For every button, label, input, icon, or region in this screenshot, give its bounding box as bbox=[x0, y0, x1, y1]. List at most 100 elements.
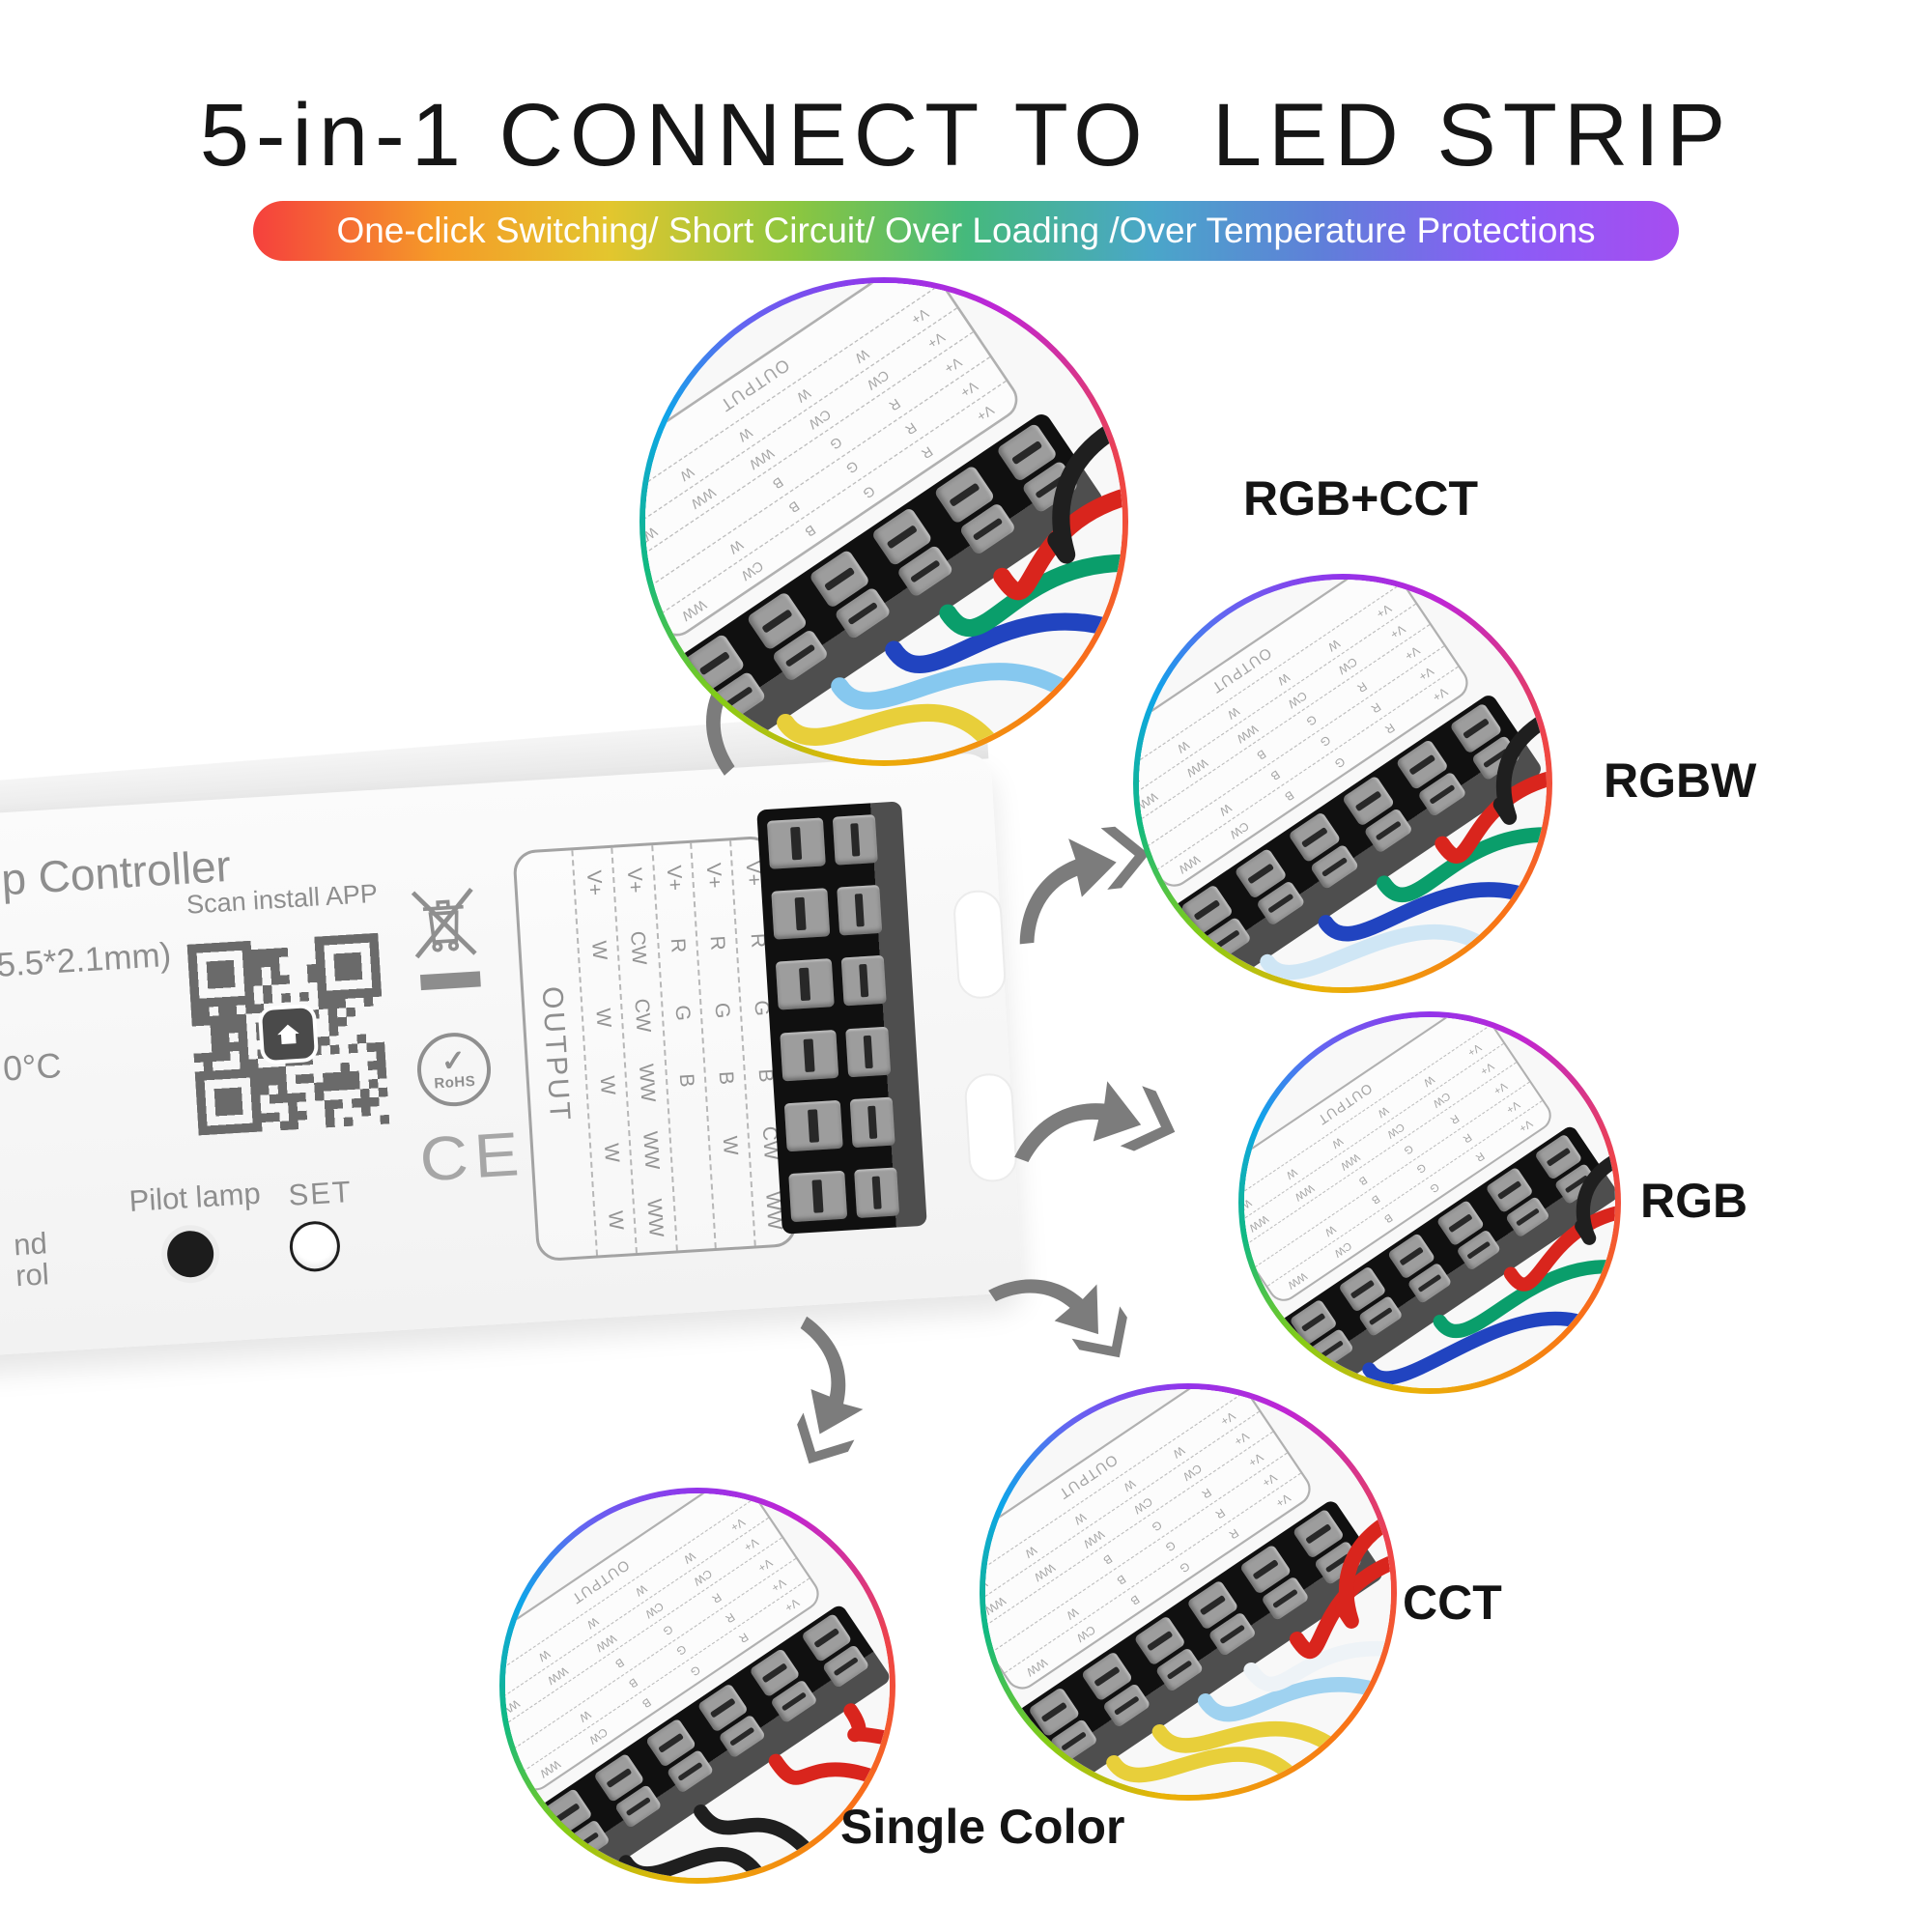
rect bbox=[250, 1086, 261, 1096]
g bbox=[411, 887, 477, 959]
wire bbox=[1377, 827, 1547, 903]
output-cell: B bbox=[704, 1043, 746, 1113]
rect bbox=[214, 1097, 225, 1108]
circle bbox=[448, 940, 460, 952]
wires-rgbcct bbox=[777, 414, 1122, 760]
rect bbox=[213, 942, 224, 952]
rect bbox=[270, 1112, 280, 1122]
rect bbox=[279, 1121, 290, 1131]
clamp-screw bbox=[788, 1170, 848, 1223]
rect bbox=[262, 984, 272, 995]
rect bbox=[234, 1123, 244, 1134]
rect bbox=[307, 973, 318, 983]
clamp-slot bbox=[799, 967, 811, 1002]
output-cell: W bbox=[585, 1050, 627, 1120]
rect bbox=[369, 951, 380, 961]
terminal-clamp bbox=[770, 1013, 919, 1093]
path bbox=[414, 887, 473, 959]
rect bbox=[224, 1105, 235, 1116]
rect bbox=[350, 933, 360, 944]
terminal-clamp bbox=[765, 943, 914, 1022]
rect bbox=[314, 1082, 325, 1093]
rect bbox=[304, 1073, 315, 1084]
output-cell-text: V+ bbox=[622, 867, 646, 895]
output-title-text: OUTPUT bbox=[535, 985, 577, 1124]
wire bbox=[1335, 1511, 1391, 1629]
output-cell-text: G bbox=[710, 1002, 734, 1020]
rect bbox=[269, 1094, 279, 1104]
rect bbox=[251, 1104, 262, 1115]
wire bbox=[843, 1703, 890, 1747]
rect bbox=[332, 935, 343, 946]
mode-label-cct: CCT bbox=[1403, 1576, 1502, 1630]
qr-code-icon bbox=[186, 932, 390, 1136]
rect bbox=[242, 950, 252, 960]
rect bbox=[219, 1024, 229, 1035]
rect bbox=[306, 963, 317, 974]
rect bbox=[370, 959, 381, 970]
rect bbox=[223, 1088, 234, 1098]
rect bbox=[351, 1097, 361, 1108]
rect bbox=[219, 1033, 230, 1043]
output-cell-text: CW bbox=[626, 930, 651, 966]
output-cell-text: W bbox=[586, 940, 611, 961]
rect bbox=[214, 960, 225, 971]
clamp-slot bbox=[790, 826, 803, 861]
rect bbox=[269, 948, 279, 958]
wire bbox=[1151, 1720, 1366, 1776]
rect bbox=[335, 989, 346, 1000]
clamp-slot bbox=[850, 822, 861, 857]
rect bbox=[267, 1066, 277, 1077]
rect bbox=[352, 952, 362, 962]
rect bbox=[190, 998, 201, 1009]
rect bbox=[229, 1041, 240, 1052]
rect bbox=[372, 987, 383, 998]
rect bbox=[328, 1026, 339, 1037]
rect bbox=[207, 970, 217, 980]
rect bbox=[236, 995, 246, 1006]
mode-circle-rgbw: OUTPUTV+WWWWWV+CWCWWWWWWWV+RGBV+RGBWV+RG… bbox=[1133, 574, 1552, 993]
rect bbox=[215, 969, 226, 980]
wire bbox=[993, 488, 1122, 601]
terminal-block bbox=[756, 801, 927, 1235]
rect bbox=[217, 996, 228, 1007]
rect bbox=[224, 969, 235, 980]
rect bbox=[295, 1074, 305, 1085]
banner-text: One-click Switching/ Short Circuit/ Over… bbox=[336, 211, 1596, 250]
rect bbox=[270, 956, 280, 967]
rect bbox=[202, 1052, 213, 1063]
rect bbox=[213, 1088, 224, 1098]
rect bbox=[360, 1106, 371, 1117]
rect bbox=[207, 979, 217, 989]
rect bbox=[278, 947, 289, 957]
rect bbox=[375, 1041, 385, 1052]
rect bbox=[243, 977, 254, 987]
rect bbox=[189, 989, 200, 1000]
clamp-slot bbox=[811, 1179, 824, 1214]
terminal-clamp bbox=[779, 1154, 927, 1234]
led-controller-device: ip Controller Scan install APP 5.5*2.1mm… bbox=[0, 584, 1094, 1426]
clamp-screw bbox=[766, 817, 826, 869]
rect bbox=[371, 969, 382, 980]
rect bbox=[327, 1008, 338, 1018]
rect bbox=[251, 949, 262, 959]
rect bbox=[206, 960, 216, 971]
housing-notch bbox=[963, 1071, 1019, 1183]
rect bbox=[280, 975, 290, 985]
rect bbox=[298, 991, 309, 1002]
rect bbox=[244, 995, 255, 1006]
output-cell-text: WW bbox=[642, 1198, 668, 1238]
rect bbox=[350, 1070, 360, 1081]
clamp-slot bbox=[859, 964, 869, 998]
clamp-screw bbox=[849, 1096, 895, 1149]
rect bbox=[369, 1096, 380, 1107]
rect bbox=[288, 1101, 298, 1112]
rect bbox=[187, 952, 198, 963]
wire bbox=[694, 1804, 837, 1878]
rect bbox=[318, 1000, 328, 1010]
rect bbox=[324, 1099, 334, 1110]
output-cell: V+ bbox=[573, 848, 614, 918]
rect bbox=[211, 1042, 221, 1053]
